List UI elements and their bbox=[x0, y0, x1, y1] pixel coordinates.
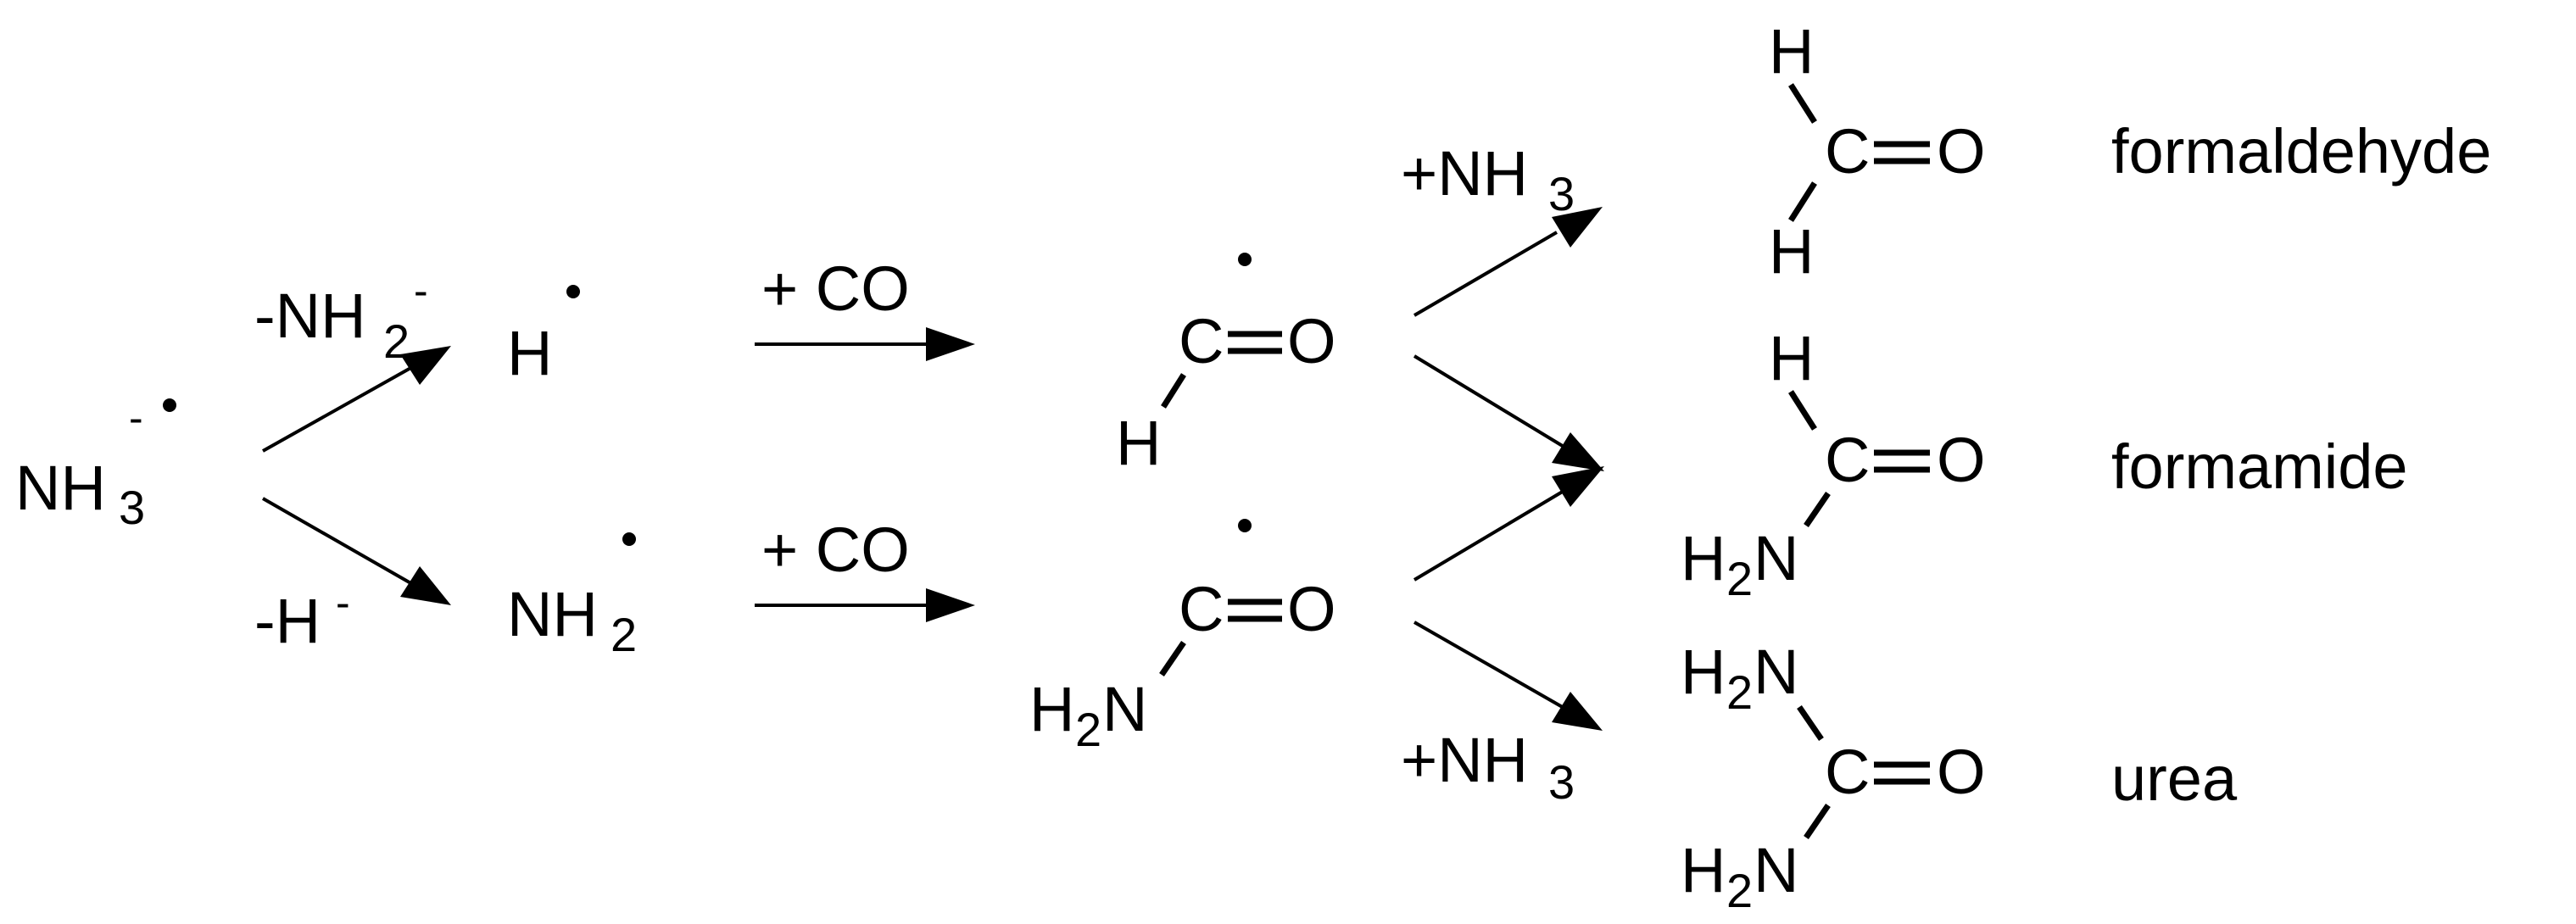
urea-carbon: C bbox=[1825, 737, 1870, 807]
plus-co-lower-label: + CO bbox=[761, 515, 910, 585]
formyl-radical-dot bbox=[1238, 253, 1252, 266]
hydrogen-radical: H bbox=[507, 285, 580, 388]
formyl-radical: C O H bbox=[1116, 253, 1336, 478]
formamide-ch-bond bbox=[1788, 390, 1817, 431]
urea-top-subscript: 2 bbox=[1726, 665, 1753, 719]
ammonia-symbol: NH bbox=[15, 453, 106, 523]
formamide-cn-bond bbox=[1804, 492, 1831, 527]
formyl-oxygen: O bbox=[1287, 306, 1336, 376]
ammonia-radical-dot bbox=[163, 398, 176, 412]
urea-bottom-nitrogen: N bbox=[1754, 835, 1798, 905]
minus-amide-label: -NH 2 - bbox=[254, 267, 428, 368]
formaldehyde-structure: H C O H bbox=[1769, 16, 1986, 287]
plus-ammonia-upper-subscript: 3 bbox=[1548, 167, 1575, 220]
formyl-ch-bond bbox=[1161, 373, 1186, 409]
urea-bottom-h: H bbox=[1681, 835, 1726, 905]
formaldehyde-ch-top-bond bbox=[1788, 83, 1817, 124]
formaldehyde-h-top: H bbox=[1769, 16, 1814, 86]
amino-radical-subscript: 2 bbox=[611, 608, 637, 661]
minus-hydride-label: -H - bbox=[254, 579, 350, 656]
formaldehyde-h-bottom: H bbox=[1769, 216, 1814, 287]
hydrogen-radical-symbol: H bbox=[507, 318, 552, 388]
ammonia-subscript: 3 bbox=[119, 481, 145, 534]
arrow-to-nh2-radical bbox=[262, 497, 451, 605]
arrow-carbamoyl-to-formamide bbox=[1413, 466, 1604, 582]
minus-hydride-charge: - bbox=[336, 579, 350, 626]
carbamoyl-nitrogen: N bbox=[1102, 674, 1147, 744]
ammonia-charge: - bbox=[129, 394, 143, 442]
carbamoyl-radical-dot bbox=[1238, 519, 1252, 532]
carbamoyl-cn-bond bbox=[1159, 641, 1186, 676]
plus-co-upper: + CO bbox=[755, 253, 975, 361]
ammonia-radical-anion: NH 3 - bbox=[15, 394, 176, 534]
carbamoyl-carbon: C bbox=[1179, 574, 1224, 644]
urea-bottom-cn-bond bbox=[1804, 804, 1831, 839]
formamide-name: formamide bbox=[2111, 431, 2408, 502]
minus-amide-text: -NH bbox=[254, 281, 366, 351]
urea-top-cn-bond bbox=[1797, 705, 1824, 741]
minus-amide-charge: - bbox=[414, 267, 428, 314]
plus-ammonia-lower-label: +NH bbox=[1401, 725, 1528, 795]
arrow-formyl-to-formamide bbox=[1413, 354, 1604, 471]
amino-radical-dot bbox=[622, 532, 636, 546]
amino-radical: NH 2 bbox=[507, 532, 637, 661]
formamide-nh2-h: H bbox=[1681, 523, 1726, 593]
carbamoyl-h: H bbox=[1029, 674, 1074, 744]
arrow-to-h-radical bbox=[262, 346, 451, 453]
formamide-h: H bbox=[1769, 323, 1814, 393]
formaldehyde-oxygen: O bbox=[1937, 116, 1986, 186]
plus-co-upper-label: + CO bbox=[761, 253, 910, 324]
urea-top-nitrogen: N bbox=[1754, 637, 1798, 707]
formamide-carbon: C bbox=[1825, 425, 1870, 495]
plus-ammonia-lower-subscript: 3 bbox=[1548, 755, 1575, 809]
plus-co-lower: + CO bbox=[755, 515, 975, 622]
amino-radical-symbol: NH bbox=[507, 579, 598, 649]
minus-amide-subscript: 2 bbox=[383, 314, 410, 368]
carbamoyl-radical: C O H 2 N bbox=[1029, 519, 1336, 756]
carbamoyl-oxygen: O bbox=[1287, 574, 1336, 644]
hydrogen-radical-dot bbox=[566, 285, 580, 298]
formaldehyde-carbon: C bbox=[1825, 116, 1870, 186]
arrow-to-formaldehyde: +NH 3 bbox=[1401, 138, 1603, 317]
plus-ammonia-upper-label: +NH bbox=[1401, 138, 1528, 209]
formaldehyde-ch-bottom-bond bbox=[1788, 181, 1817, 222]
formyl-hydrogen: H bbox=[1116, 408, 1161, 478]
minus-hydride-text: -H bbox=[254, 586, 321, 656]
formamide-nh2-subscript: 2 bbox=[1726, 552, 1753, 605]
urea-top-h: H bbox=[1681, 637, 1726, 707]
urea-oxygen: O bbox=[1937, 737, 1986, 807]
formamide-nitrogen: N bbox=[1754, 523, 1798, 593]
formamide-structure: H C O H 2 N bbox=[1681, 323, 1986, 605]
carbamoyl-h-subscript: 2 bbox=[1075, 703, 1101, 756]
urea-name: urea bbox=[2111, 743, 2238, 814]
formaldehyde-name: formaldehyde bbox=[2111, 116, 2491, 186]
formamide-oxygen: O bbox=[1937, 425, 1986, 495]
urea-structure: H 2 N C O H 2 N bbox=[1681, 637, 1986, 917]
arrow-to-urea: +NH 3 bbox=[1401, 621, 1603, 809]
formyl-carbon: C bbox=[1179, 306, 1224, 376]
urea-bottom-subscript: 2 bbox=[1726, 864, 1753, 917]
